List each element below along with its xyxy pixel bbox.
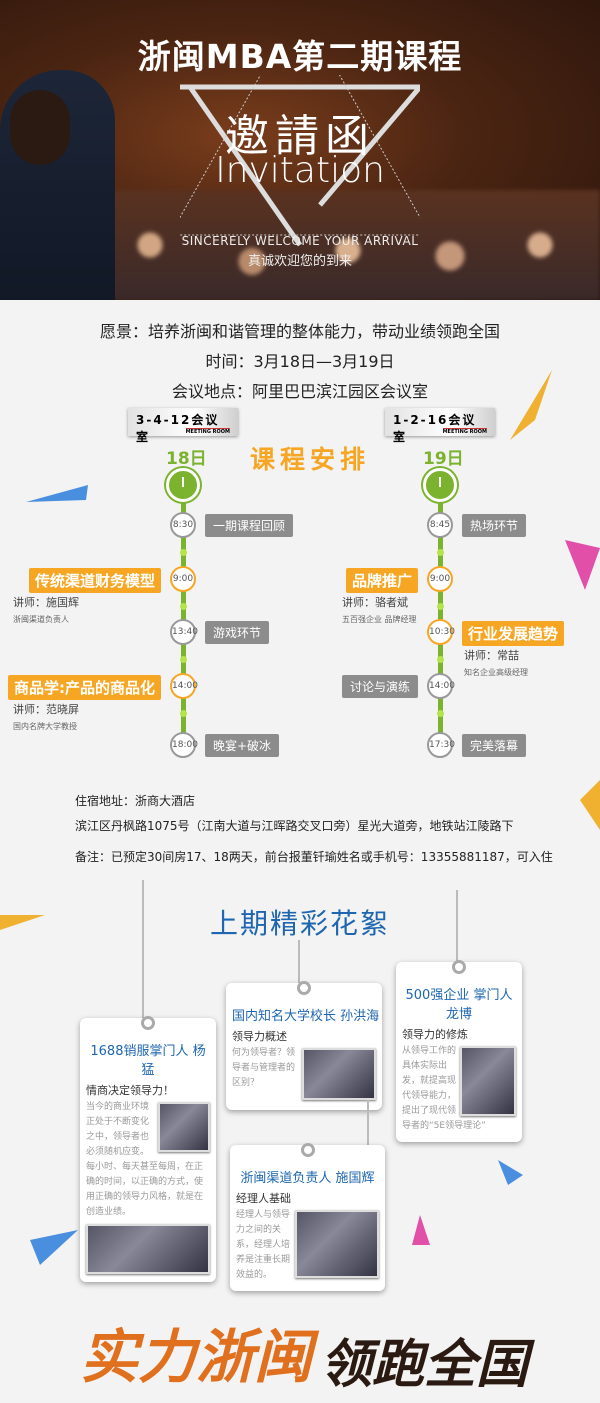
day-label: 19日 <box>423 449 464 469</box>
hero-banner: 浙闽MBA第二期课程 邀請函 Invitation SINCERELY WELC… <box>0 0 600 300</box>
hanger-ring <box>141 1016 155 1030</box>
lecturer-name: 讲师：范晓屏 <box>13 703 79 716</box>
lecturer-info: 讲师：常喆知名企业高级经理 <box>464 647 528 678</box>
lecturer-info: 讲师：施国辉浙闽渠道负责人 <box>13 594 79 625</box>
remark-text: 备注：已预定30间房17、18两天，前台报董钎瑜姓名或手机号：133558811… <box>75 850 553 864</box>
talk-topic: 领导力概述 <box>232 1030 287 1043</box>
time-node: 9:00 <box>427 566 453 592</box>
time-node: 14:00 <box>170 673 198 699</box>
time-node: 8:30 <box>170 512 196 538</box>
hotel-text: 住宿地址：浙商大酒店 <box>75 794 196 808</box>
time-node: 10:30 <box>427 619 455 645</box>
card-string <box>298 940 300 985</box>
activity-tag: 游戏环节 <box>205 621 270 644</box>
talk-topic: 情商决定领导力！ <box>86 1084 174 1097</box>
lecturer-name: 讲师：骆者斌 <box>342 596 408 609</box>
speaker-name: 浙闽渠道负责人 施国辉 <box>240 1171 375 1186</box>
timeline-line <box>438 490 443 745</box>
slogan-right: 领跑全国 <box>320 1334 529 1395</box>
timeline-dot <box>437 603 444 610</box>
speaker-name: 1688销服掌门人 杨猛 <box>90 1044 206 1078</box>
timeline-dot <box>180 549 187 556</box>
course-tag: 传统渠道财务模型 <box>28 568 161 593</box>
hanger-ring <box>452 960 466 974</box>
timeline-dot <box>180 603 187 610</box>
course-tag: 行业发展趋势 <box>462 621 565 646</box>
invitation-title-cn: 邀請函 <box>225 111 375 162</box>
event-photo <box>158 1102 210 1152</box>
speaker-card: 浙闽渠道负责人 施国辉经理人基础经理人与领导力之间的关系，经理人培养是注重长期效… <box>230 1143 385 1291</box>
address-text: 滨江区丹枫路1075号（江南大道与江晖路交叉口旁）星光大道旁，地铁站江陵路下 <box>75 819 514 833</box>
gallery-title: 上期精彩花絮 <box>209 907 390 940</box>
talk-description: 经理人与领导力之间的关系，经理人培养是注重长期效益的。 <box>236 1210 291 1280</box>
activity-tag: 热场环节 <box>462 514 527 537</box>
time-text: 时间：3月18日—3月19日 <box>205 352 395 371</box>
speaker-silhouette <box>0 70 115 300</box>
lecturer-role: 五百强企业 品牌经理 <box>342 615 417 624</box>
timeline-dot <box>437 549 444 556</box>
talk-description: 何为领导者？领导者与管理者的区别？ <box>232 1048 296 1088</box>
room-number: 3-4-12会议室 <box>136 413 220 444</box>
speaker-card: 1688销服掌门人 杨猛情商决定领导力！ 当今的商业环境正处于不断变化之中，领导者… <box>80 1016 216 1282</box>
lecturer-info: 讲师：范晓屏国内名牌大学教授 <box>13 701 79 732</box>
lecturer-info: 讲师：骆者斌五百强企业 品牌经理 <box>342 594 417 625</box>
time-node: 13:40 <box>170 619 198 645</box>
card-string <box>456 890 458 965</box>
slogan-left: 实力浙闽 <box>80 1323 313 1391</box>
talk-description: 当今的商业环境正处于不断变化之中，领导者也必须随机应变。每小时、每天甚至每周，在… <box>86 1102 204 1217</box>
hanger-ring <box>300 1143 315 1157</box>
talk-topic: 领导力的修炼 <box>402 1028 468 1041</box>
event-photo <box>295 1210 379 1278</box>
lecturer-role: 浙闽渠道负责人 <box>13 615 69 624</box>
room-sub: MEETING ROOM <box>442 428 487 435</box>
vision-text: 愿景：培养浙闽和谐管理的整体能力，带动业绩领跑全国 <box>99 322 500 341</box>
activity-tag: 讨论与演练 <box>341 675 418 698</box>
speaker-card: 500强企业 掌门人龙博领导力的修炼从领导工作的具体实际出发，就提高现代领导能力… <box>396 960 522 1142</box>
timeline-dot <box>437 656 444 663</box>
course-tag: 品牌推广 <box>345 568 418 593</box>
event-photo <box>460 1046 516 1116</box>
timeline-dot <box>180 710 187 717</box>
activity-tag: 完美落幕 <box>462 734 527 757</box>
lecturer-role: 知名企业高级经理 <box>464 668 528 677</box>
talk-topic: 经理人基础 <box>236 1192 291 1205</box>
time-node: 8:45 <box>427 512 453 538</box>
time-node: 14:00 <box>427 673 455 699</box>
time-node: 17:30 <box>427 732 455 758</box>
welcome-cn: 真诚欢迎您的到来 <box>247 254 352 269</box>
course-title: 浙闽MBA第二期课程 <box>137 37 463 76</box>
time-node: 9:00 <box>170 566 196 592</box>
lecturer-name: 讲师：常喆 <box>464 649 519 662</box>
card-string <box>142 880 144 1020</box>
welcome-en: SINCERELY WELCOME YOUR ARRIVAL <box>181 234 419 248</box>
timeline-line <box>181 490 186 745</box>
speaker-name: 国内知名大学校长 孙洪海 <box>232 1009 380 1024</box>
triangle-decoration <box>180 75 420 247</box>
course-tag: 商品学:产品的商品化 <box>8 675 161 700</box>
room-sub: MEETING ROOM <box>185 428 230 435</box>
event-photo <box>302 1048 376 1100</box>
lecturer-role: 国内名牌大学教授 <box>13 722 77 731</box>
clock-icon <box>423 468 457 502</box>
day-label: 18日 <box>166 449 207 469</box>
card-string <box>367 1100 369 1145</box>
timeline-dot <box>437 710 444 717</box>
invitation-title-en: Invitation <box>215 150 385 191</box>
room-number: 1-2-16会议室 <box>393 413 477 444</box>
schedule-title: 课程安排 <box>250 445 371 474</box>
talk-description: 从领导工作的具体实际出发，就提高现代领导能力，提出了现代领导者的“5E领导理论” <box>402 1046 486 1131</box>
hanger-ring <box>297 981 311 995</box>
lecturer-name: 讲师：施国辉 <box>13 596 79 609</box>
time-node: 18:00 <box>170 732 198 758</box>
clock-icon <box>166 468 200 502</box>
speaker-card: 国内知名大学校长 孙洪海领导力概述何为领导者？领导者与管理者的区别？ <box>226 981 382 1110</box>
activity-tag: 一期课程回顾 <box>205 514 294 537</box>
timeline-dot <box>180 656 187 663</box>
activity-tag: 晚宴+破冰 <box>205 734 280 757</box>
speaker-name: 500强企业 掌门人龙博 <box>405 988 513 1022</box>
venue-text: 会议地点：阿里巴巴滨江园区会议室 <box>171 382 428 401</box>
event-photo <box>86 1224 210 1274</box>
